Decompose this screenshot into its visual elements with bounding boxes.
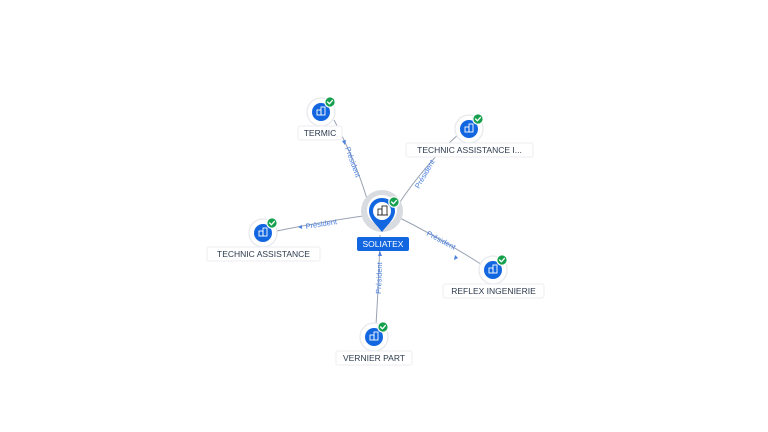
building-icon [464,123,474,133]
building-icon [258,227,268,237]
verified-badge-icon [377,321,389,333]
edge-arrow [342,140,346,145]
edge-label: Président [374,261,384,294]
edge-label: Président [305,217,339,231]
center-label: SOLIATEX [357,237,409,251]
building-icon [369,331,379,341]
node-reflex-ingenierie[interactable]: REFLEX INGENIERIE [442,254,545,299]
svg-text:SOLIATEX: SOLIATEX [363,239,404,249]
verified-badge-icon [388,196,400,208]
node-label: TECHNIC ASSISTANCE [206,246,321,262]
edge-arrow [378,251,382,256]
edge-label: Président [425,229,458,252]
verified-badge-icon [266,217,278,229]
svg-text:TERMIC: TERMIC [304,128,337,138]
svg-text:TECHNIC ASSISTANCE: TECHNIC ASSISTANCE [217,249,310,259]
node-termic[interactable]: TERMIC [297,96,343,141]
building-icon [316,106,326,116]
edge-technic-assistance[interactable]: Président [276,214,371,232]
node-label: VERNIER PART [335,350,413,366]
svg-text:REFLEX INGENIERIE: REFLEX INGENIERIE [451,286,536,296]
edge-arrow [454,255,458,260]
svg-text:VERNIER PART: VERNIER PART [343,353,405,363]
edge-reflex-ingenierie[interactable]: Président [395,215,485,267]
edge-label: Président [413,157,437,190]
building-icon [377,205,388,216]
verified-badge-icon [324,96,336,108]
verified-badge-icon [472,113,484,125]
node-label: TECHNIC ASSISTANCE I... [405,142,534,158]
building-icon [488,264,498,274]
edge-arrow [298,225,302,229]
node-vernier-part[interactable]: VERNIER PART [335,321,413,366]
node-technic-assistance-i[interactable]: TECHNIC ASSISTANCE I... [405,113,534,158]
svg-text:TECHNIC ASSISTANCE I...: TECHNIC ASSISTANCE I... [417,145,522,155]
edge-label: Président [343,146,363,180]
center-node[interactable]: SOLIATEX [357,190,409,251]
verified-badge-icon [496,254,508,266]
node-technic-assistance[interactable]: TECHNIC ASSISTANCE [206,217,321,262]
node-label: REFLEX INGENIERIE [442,283,545,299]
node-label: TERMIC [297,125,343,141]
